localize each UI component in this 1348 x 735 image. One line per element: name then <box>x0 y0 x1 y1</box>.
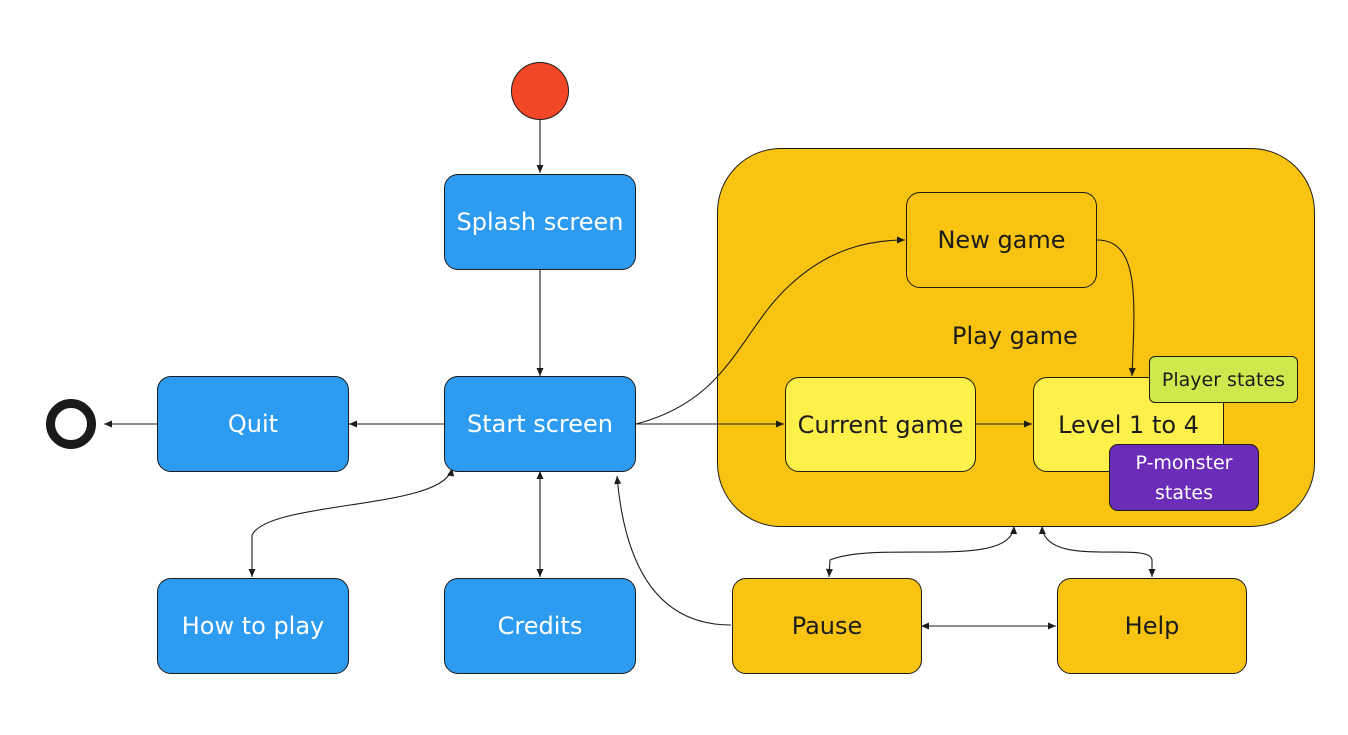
play-game-label: Play game <box>952 322 1078 350</box>
state-quit: Quit <box>157 376 349 472</box>
state-credits: Credits <box>444 578 636 674</box>
edge-play-game-pause <box>825 525 1018 578</box>
state-splash-screen: Splash screen <box>444 174 636 270</box>
initial-state-node <box>511 62 569 120</box>
state-current-game: Current game <box>785 377 976 472</box>
state-help: Help <box>1057 578 1247 674</box>
state-pause: Pause <box>732 578 922 674</box>
state-player-states: Player states <box>1149 356 1298 403</box>
state-new-game: New game <box>906 192 1097 288</box>
state-start-screen: Start screen <box>444 376 636 472</box>
state-how-to-play: How to play <box>157 578 349 674</box>
final-state-node <box>46 399 96 449</box>
edge-start-how-to-play <box>248 467 455 577</box>
state-p-monster-states: P-monster states <box>1109 444 1259 511</box>
edge-play-game-help <box>1038 525 1156 577</box>
